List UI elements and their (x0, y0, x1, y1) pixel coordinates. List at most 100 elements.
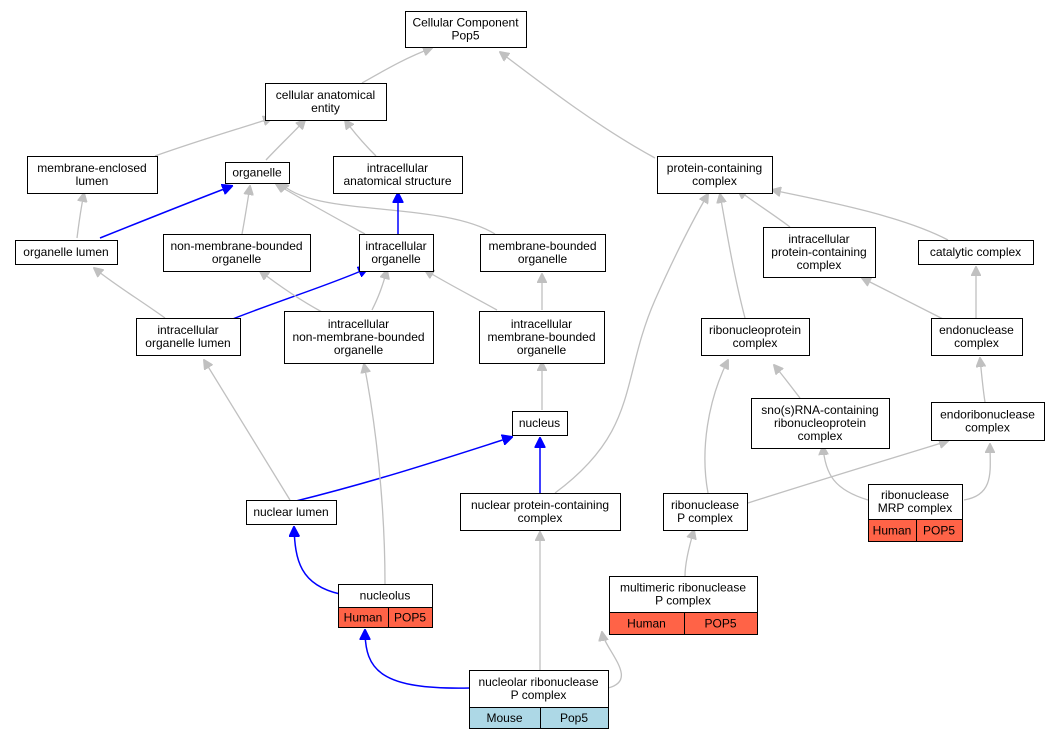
node-box (663, 493, 748, 531)
node-nucleus[interactable]: nucleus (512, 411, 568, 436)
edge-rnasep-to-endoribo (747, 441, 948, 504)
node-label: nucleus (519, 416, 560, 430)
node-box (701, 318, 810, 356)
node-label: complex (798, 429, 843, 443)
node-label: endoribonuclease (940, 408, 1035, 422)
node-label: P complex (677, 511, 733, 525)
node-nuclear-lumen[interactable]: nuclear lumen (246, 500, 337, 525)
node-box (284, 311, 434, 364)
node-box (359, 234, 434, 272)
node-box (460, 493, 621, 531)
node-label: anatomical structure (343, 174, 451, 188)
node-label: sno(s)RNA-containing (761, 403, 878, 417)
node-label: intracellular (328, 317, 389, 331)
edge-inmbo-to-intorg (371, 270, 387, 311)
node-label: endonuclease (939, 323, 1014, 337)
node-label: nucleolus (360, 589, 411, 603)
edge-rnp-to-pcc (720, 194, 746, 319)
node-box (479, 311, 605, 364)
node-snorna-containing-rnp-complex[interactable]: sno(s)RNA-containingribonucleoproteincom… (751, 398, 890, 449)
edge-imbo-to-intorg (425, 270, 498, 311)
edge-iol-to-orglumen (94, 268, 166, 319)
gene-label: POP5 (704, 617, 736, 631)
node-label: lumen (76, 174, 109, 188)
node-label: entity (311, 101, 340, 115)
node-box (136, 318, 241, 356)
species-label: Human (344, 611, 383, 625)
node-label: non-membrane-bounded (292, 330, 424, 344)
node-label: nuclear protein-containing (471, 498, 609, 512)
node-label: Pop5 (451, 29, 479, 43)
edge-mel-to-cae (154, 118, 272, 157)
node-label: protein-containing (771, 245, 866, 259)
edge-mbo-to-organelle (280, 182, 496, 235)
node-catalytic-complex[interactable]: catalytic complex (918, 240, 1034, 265)
node-box (163, 234, 311, 272)
gene-label: POP5 (394, 611, 426, 625)
node-box (751, 398, 890, 449)
node-box (868, 484, 963, 520)
node-label: organelle (334, 343, 384, 357)
node-label: complex (965, 421, 1010, 435)
node-organelle-lumen[interactable]: organelle lumen (15, 240, 118, 265)
node-label: ribonucleoprotein (709, 323, 801, 337)
node-intracellular-non-membrane-bounded-organelle[interactable]: intracellularnon-membrane-boundedorganel… (284, 311, 434, 364)
gene-cell (540, 707, 609, 729)
node-label: complex (518, 511, 563, 525)
node-label: cellular anatomical (276, 88, 375, 102)
node-label: non-membrane-bounded (170, 239, 302, 253)
edge-catalytic-to-pcc (772, 190, 949, 241)
edge-mrp-to-endoribo (963, 444, 990, 501)
node-box (27, 156, 158, 194)
species-label: Human (627, 617, 666, 631)
edge-snorna-to-rnp (774, 365, 801, 399)
edge-nucleolus-partof-nuclumen (294, 527, 341, 595)
node-label: organelle (212, 252, 262, 266)
node-box (763, 227, 876, 278)
node-label: complex (692, 174, 737, 188)
node-label: Cellular Component (412, 16, 519, 30)
node-box (246, 500, 337, 525)
node-label: catalytic complex (930, 245, 1021, 259)
gene-cell (684, 612, 758, 635)
edge-mrp-to-snorna (823, 446, 869, 501)
edge-iol-partof-intorg (224, 268, 368, 323)
edge-nucleolus-to-inmbo (364, 364, 386, 585)
node-label: membrane-enclosed (37, 161, 146, 175)
node-label: multimeric ribonuclease (620, 581, 746, 595)
node-box (657, 156, 773, 194)
node-label: nuclear lumen (253, 505, 328, 519)
edge-ipcc-to-pcc (738, 190, 791, 228)
gene-cell (388, 607, 433, 628)
edge-nuclumen-to-iol (204, 360, 291, 501)
node-label: complex (797, 258, 842, 272)
edge-ias-to-cae (345, 120, 377, 157)
node-label: membrane-bounded (487, 330, 595, 344)
node-organelle[interactable]: organelle (225, 162, 290, 184)
node-box (931, 402, 1045, 441)
node-box (15, 240, 118, 265)
species-label: Human (873, 524, 912, 538)
edge-npcc-to-pcc (554, 194, 708, 494)
node-box (225, 162, 290, 184)
